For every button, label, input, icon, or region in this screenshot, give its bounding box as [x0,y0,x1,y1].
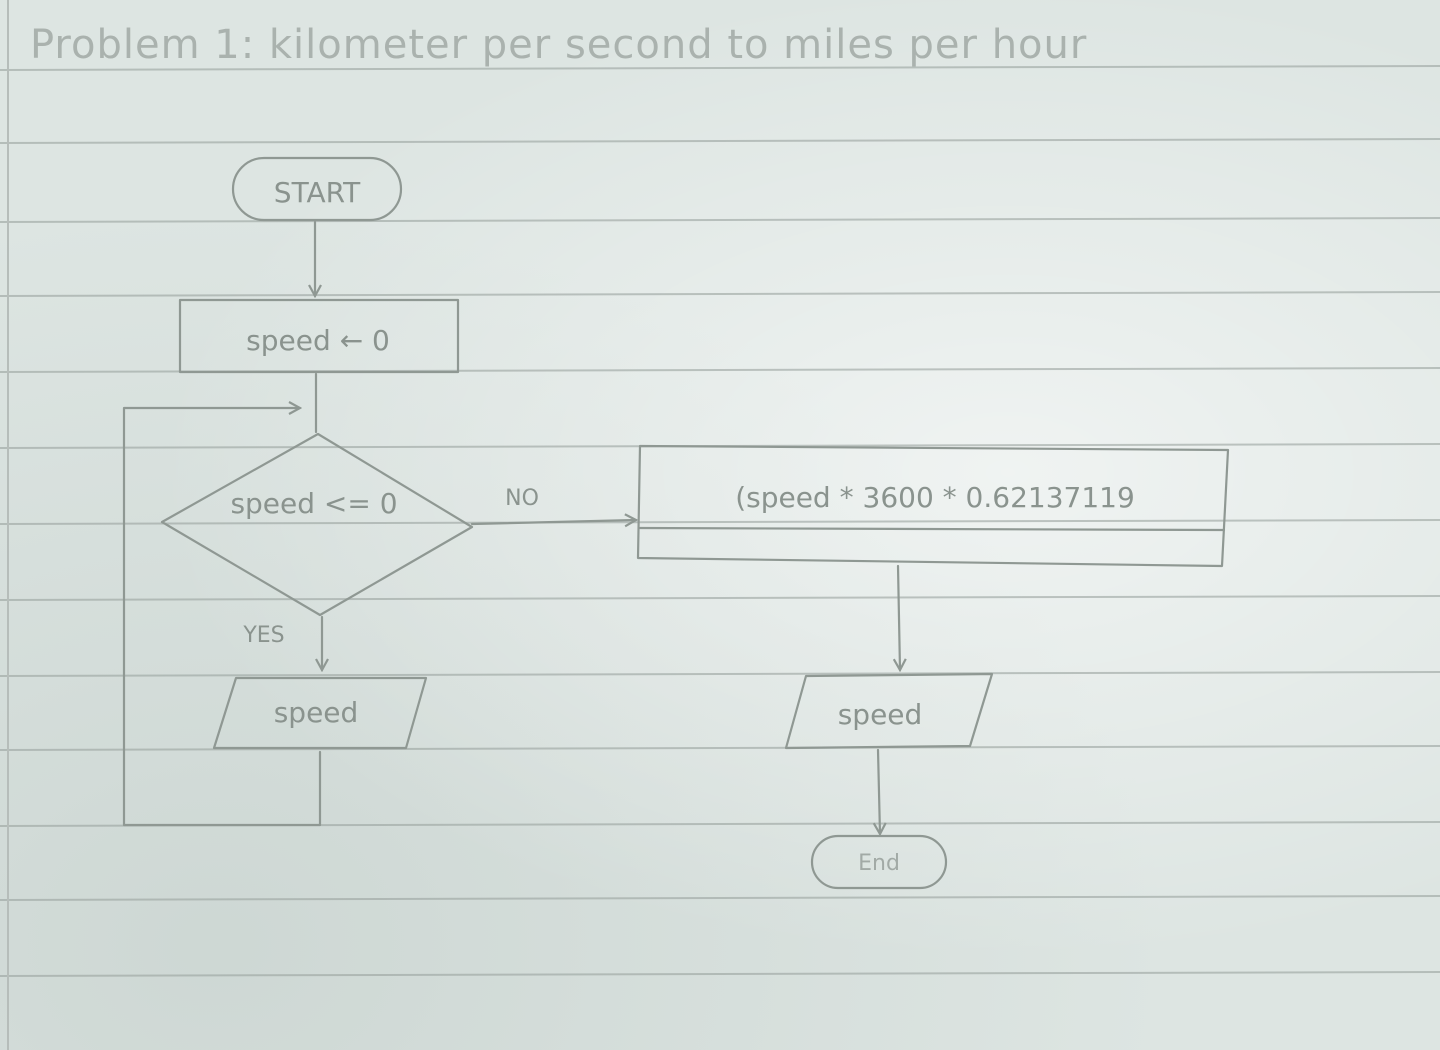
edge-no-branch [470,520,636,524]
start-terminal: START [231,156,403,222]
page-title: Problem 1: kilometer per second to miles… [30,22,1087,68]
init-label: speed ← 0 [246,324,390,357]
rule-line [0,595,1440,601]
end-terminal: End [810,834,948,890]
output-yes-parallelogram: speed [212,676,428,750]
end-label: End [858,851,900,876]
edge-output-to-end [878,748,880,834]
rule-line [0,895,1440,901]
output-no-parallelogram: speed [784,672,994,750]
rule-line [0,291,1440,297]
rule-line [0,65,1440,71]
no-label: NO [505,486,539,511]
output-yes-label: speed [274,696,359,729]
rule-line [0,217,1440,223]
rule-line [0,745,1440,751]
calc-process-box: (speed * 3600 * 0.62137119 [636,444,1230,568]
rule-line [0,519,1440,525]
calc-label: (speed * 3600 * 0.62137119 [735,481,1135,514]
rule-line [0,671,1440,677]
calc-box-divider [638,526,1226,532]
decision-diamond: speed <= 0 [160,432,474,617]
edge-calc-to-output [898,564,900,670]
init-process-box: speed ← 0 [178,298,460,374]
decision-label: speed <= 0 [230,487,397,520]
rule-line [0,971,1440,977]
edge-loop-back [122,408,322,827]
output-no-label: speed [838,698,923,731]
yes-label: YES [242,623,284,648]
start-label: START [274,176,361,209]
rule-line [0,138,1440,144]
